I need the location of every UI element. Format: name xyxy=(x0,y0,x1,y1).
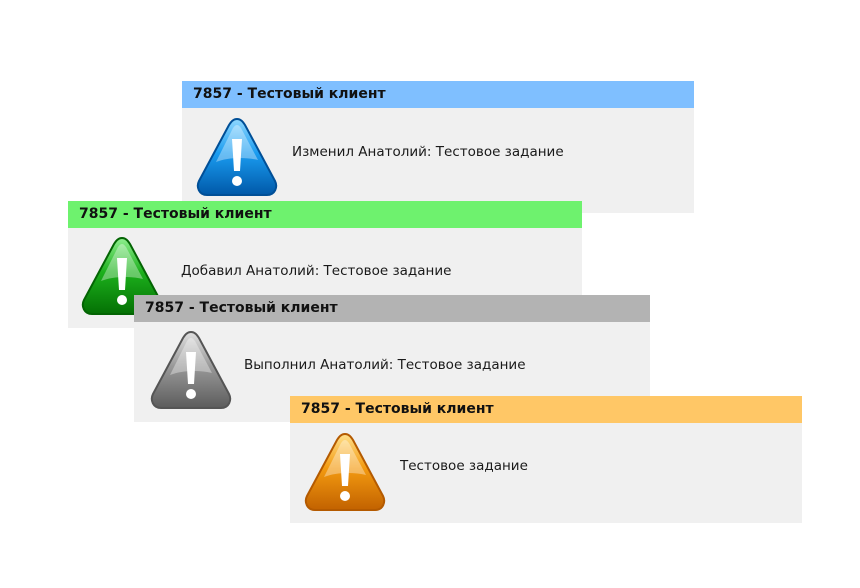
notification-message: Добавил Анатолий: Тестовое задание xyxy=(181,263,452,279)
notification-card-changed[interactable]: 7857 - Тестовый клиент Изменил Анатолий:… xyxy=(182,81,694,213)
notification-title: 7857 - Тестовый клиент xyxy=(68,201,582,228)
warning-triangle-icon xyxy=(194,115,280,201)
warning-triangle-icon xyxy=(148,328,234,414)
notification-title: 7857 - Тестовый клиент xyxy=(290,396,802,423)
notification-title: 7857 - Тестовый клиент xyxy=(134,295,650,322)
notification-message: Выполнил Анатолий: Тестовое задание xyxy=(244,357,526,373)
notification-card-task[interactable]: 7857 - Тестовый клиент Тестовое задание xyxy=(290,396,802,523)
notification-title: 7857 - Тестовый клиент xyxy=(182,81,694,108)
notification-message: Тестовое задание xyxy=(400,458,528,474)
notification-message: Изменил Анатолий: Тестовое задание xyxy=(292,144,564,160)
warning-triangle-icon xyxy=(302,430,388,516)
